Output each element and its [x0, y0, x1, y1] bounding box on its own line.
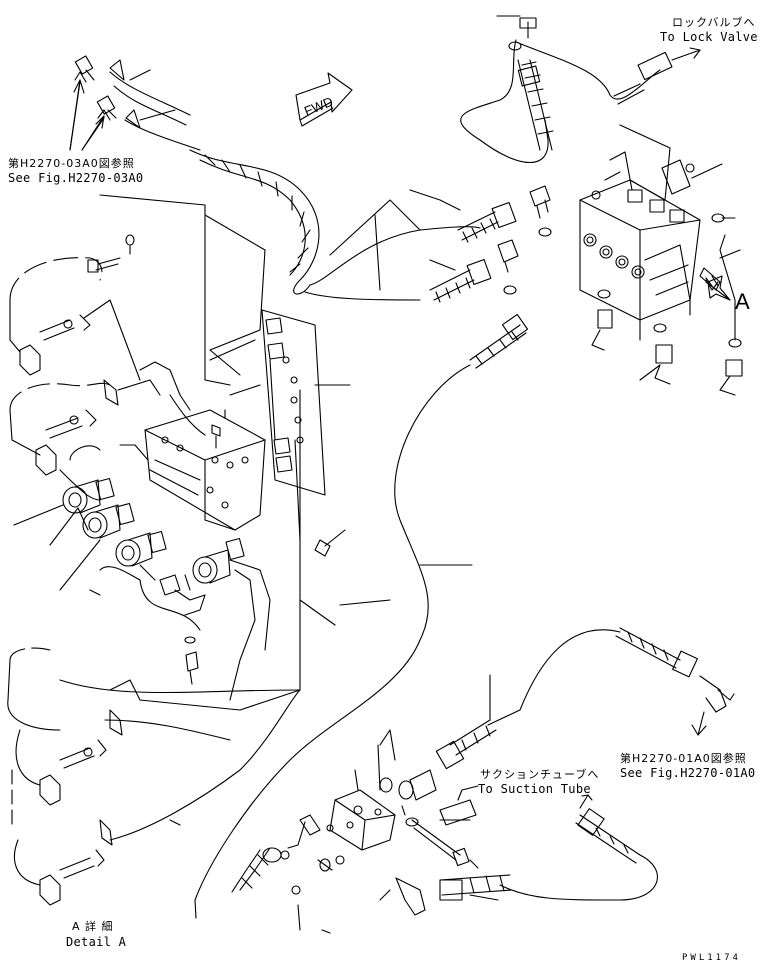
solenoid-coils [62, 477, 245, 584]
solenoid-manifold [144, 409, 266, 531]
wire-harness [7, 257, 301, 906]
lock-valve-hose [460, 15, 701, 163]
suction-tube-hose [499, 627, 735, 901]
lock-valve-label-jp: ロックバルブへ [672, 16, 756, 29]
valve-inlet-hoses [409, 185, 552, 303]
mounting-plate [261, 309, 351, 496]
long-drain-hose [194, 313, 529, 919]
view-a-arrow [705, 275, 731, 301]
clamp-bolts [87, 234, 346, 557]
detail-a-label-en: Detail A [66, 935, 127, 949]
lock-valve-label-en: To Lock Valve [660, 30, 758, 44]
view-a-letter: A [735, 289, 750, 314]
valve-lower-fittings [591, 289, 743, 396]
main-coiled-hose [189, 149, 481, 301]
detail-a-frame [99, 194, 301, 711]
detail-a-label-jp: A 詳 細 [72, 920, 114, 933]
top-left-fittings [69, 55, 201, 151]
drawing-code: PWL1174 [682, 953, 741, 963]
ref-01a0-label-jp: 第H2270-01A0図参照 [620, 752, 747, 765]
ref-03a0-label-en: See Fig.H2270-03A0 [8, 171, 144, 185]
ref-01a0-label-en: See Fig.H2270-01A0 [620, 766, 756, 780]
leader-lines [13, 339, 499, 934]
fwd-arrow: FWD [295, 72, 353, 127]
suction-tube-label-jp: サクションチューブへ [480, 768, 600, 781]
fwd-label: FWD [302, 94, 335, 119]
upper-valve-block [579, 124, 741, 341]
ref-03a0-label-jp: 第H2270-03A0図参照 [8, 157, 135, 170]
lower-block-assembly [231, 674, 521, 916]
reference-arrows [69, 79, 105, 151]
suction-tube-label-en: To Suction Tube [478, 782, 591, 796]
